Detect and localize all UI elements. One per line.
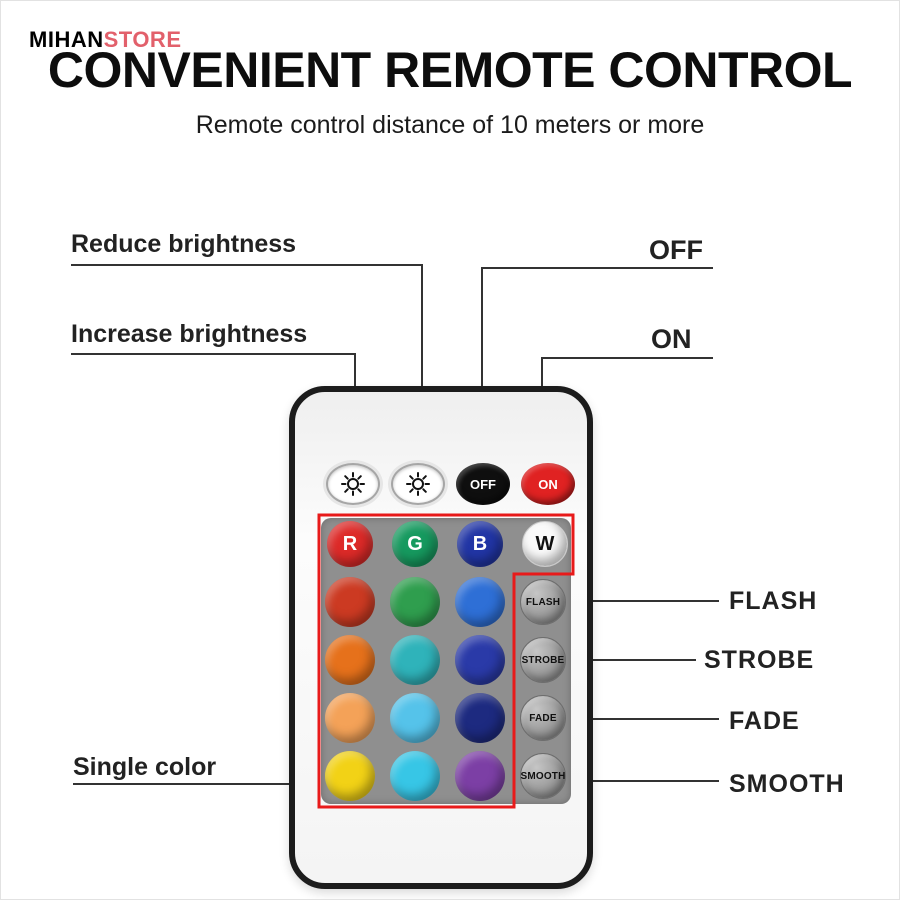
logo-store: STORE bbox=[103, 27, 182, 52]
color-button-r1c1 bbox=[325, 577, 375, 627]
mode-button-fade: FADE bbox=[520, 695, 566, 741]
letter-button-w: W bbox=[522, 521, 568, 567]
mode-button-column: FLASH STROBE FADE SMOOTH bbox=[520, 579, 566, 799]
reduce-brightness-label: Reduce brightness bbox=[71, 230, 297, 258]
mode-button-flash: FLASH bbox=[520, 579, 566, 625]
letter-button-r: R bbox=[327, 521, 373, 567]
color-button-r2c2 bbox=[390, 635, 440, 685]
fade-line bbox=[569, 718, 719, 720]
off-label: OFF bbox=[649, 235, 703, 265]
color-grid bbox=[325, 577, 505, 801]
dimmer-icon bbox=[341, 472, 365, 496]
off-button: OFF bbox=[456, 463, 510, 505]
smooth-line bbox=[571, 780, 719, 782]
on-button: ON bbox=[521, 463, 575, 505]
page-subtitle: Remote control distance of 10 meters or … bbox=[195, 111, 705, 139]
color-button-r1c3 bbox=[455, 577, 505, 627]
on-label: ON bbox=[651, 324, 692, 354]
color-button-r2c1 bbox=[325, 635, 375, 685]
flash-line bbox=[567, 600, 719, 602]
single-color-label: Single color bbox=[73, 753, 217, 781]
page-title: CONVENIENT REMOTE CONTROL bbox=[47, 42, 853, 98]
strobe-line bbox=[569, 659, 696, 661]
color-zone-outline bbox=[317, 513, 575, 809]
mode-button-strobe: STROBE bbox=[520, 637, 566, 683]
color-button-r3c2 bbox=[390, 693, 440, 743]
color-button-r3c3 bbox=[455, 693, 505, 743]
off-underline bbox=[481, 267, 713, 269]
power-button-row: OFF ON bbox=[326, 463, 575, 505]
dimmer-icon bbox=[406, 472, 430, 496]
increase-brightness-underline bbox=[71, 353, 356, 355]
brightness-down-button bbox=[326, 463, 380, 505]
color-button-r2c3 bbox=[455, 635, 505, 685]
on-button-label: ON bbox=[538, 476, 558, 492]
letter-button-b: B bbox=[457, 521, 503, 567]
brightness-up-button bbox=[391, 463, 445, 505]
reduce-brightness-pointer bbox=[421, 264, 423, 463]
strobe-label: STROBE bbox=[704, 646, 815, 674]
off-pointer bbox=[481, 267, 483, 459]
letter-button-g: G bbox=[392, 521, 438, 567]
fade-label: FADE bbox=[729, 707, 800, 735]
flash-label: FLASH bbox=[729, 587, 818, 615]
single-color-underline bbox=[73, 783, 323, 785]
color-button-r4c1 bbox=[325, 751, 375, 801]
color-button-r1c2 bbox=[390, 577, 440, 627]
reduce-brightness-underline bbox=[71, 264, 423, 266]
increase-brightness-label: Increase brightness bbox=[71, 320, 308, 348]
on-underline bbox=[541, 357, 713, 359]
color-button-r4c2 bbox=[390, 751, 440, 801]
color-button-r3c1 bbox=[325, 693, 375, 743]
color-button-r4c3 bbox=[455, 751, 505, 801]
mode-button-smooth: SMOOTH bbox=[520, 753, 566, 799]
off-button-label: OFF bbox=[470, 476, 496, 492]
store-logo: MIHANSTORE bbox=[29, 27, 182, 53]
logo-mihan: MIHAN bbox=[29, 27, 104, 52]
smooth-label: SMOOTH bbox=[729, 770, 845, 798]
